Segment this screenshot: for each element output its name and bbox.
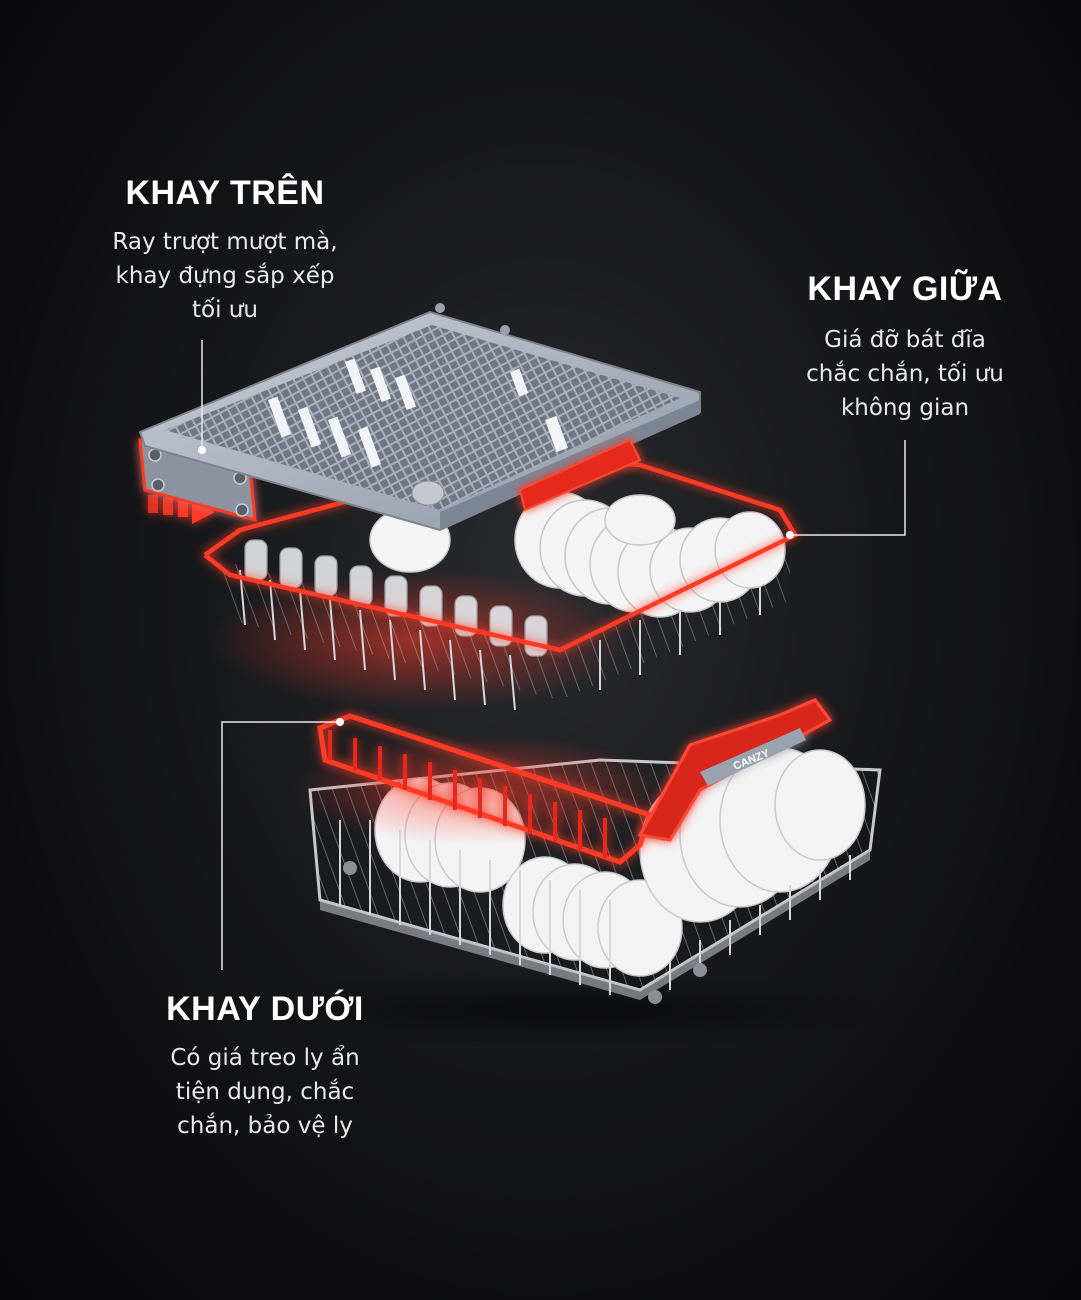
top-tray-title: KHAY TRÊN xyxy=(125,174,325,212)
callout-line-middle xyxy=(790,440,906,536)
middle-tray-title: KHAY GIỮA xyxy=(807,270,1003,308)
bottom-tray-label: KHAY DƯỚI Có giá treo ly ẩn tiện dụng, c… xyxy=(90,990,440,1143)
bottom-tray-description: Có giá treo ly ẩn tiện dụng, chắc chắn, … xyxy=(170,1045,360,1139)
spoon-icon xyxy=(411,480,445,506)
middle-tray-description: Giá đỡ bát đĩa chắc chắn, tối ưu không g… xyxy=(806,327,1004,421)
glasses xyxy=(244,539,548,657)
callout-dot xyxy=(336,718,344,726)
top-tray-label: KHAY TRÊN Ray trượt mượt mà, khay đựng s… xyxy=(60,174,390,327)
bottom-rack-handle: CANZY xyxy=(637,698,833,842)
callout-dot xyxy=(786,531,794,539)
slide-rail-arrows xyxy=(148,495,215,524)
middle-rack-wires xyxy=(239,560,761,711)
hidden-cup-rack xyxy=(317,713,654,865)
middle-tray-label: KHAY GIỮA Giá đỡ bát đĩa chắc chắn, tối … xyxy=(760,270,1050,425)
bottom-rack-wires xyxy=(339,820,851,995)
callout-dot xyxy=(198,446,206,454)
tray-latch xyxy=(518,438,642,512)
wheel xyxy=(693,963,707,977)
tray-pin xyxy=(500,325,510,335)
wheel xyxy=(343,861,357,875)
middle-rack xyxy=(203,452,799,711)
tray-pin xyxy=(435,303,445,313)
callout-line-bottom xyxy=(221,721,340,970)
bottom-rack: CANZY xyxy=(290,698,882,1004)
cutlery xyxy=(267,358,568,468)
floor-shadow xyxy=(220,970,900,1050)
bottom-tray-title: KHAY DƯỚI xyxy=(166,990,364,1028)
top-tray-description: Ray trượt mượt mà, khay đựng sắp xếp tối… xyxy=(112,229,338,323)
middle-rack-rim xyxy=(203,452,799,653)
top-tray xyxy=(138,303,701,532)
wheel xyxy=(648,990,662,1004)
